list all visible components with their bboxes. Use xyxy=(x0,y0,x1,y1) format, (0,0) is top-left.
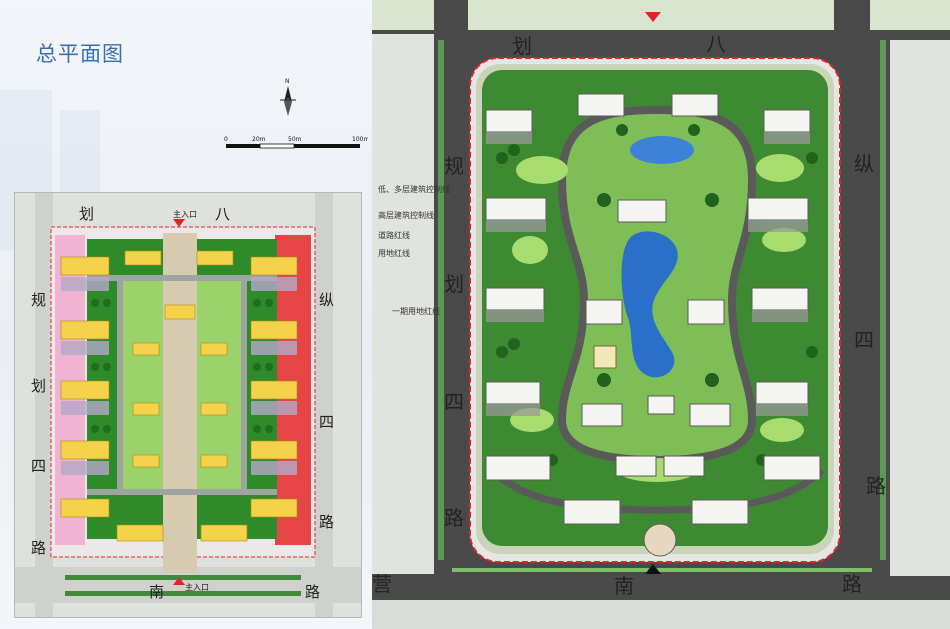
legend-label: 低、多层建筑控制线 xyxy=(378,185,450,194)
legend-label: 高层建筑控制线 xyxy=(378,211,434,220)
road-label: 路 xyxy=(31,539,47,557)
road-label: 规 xyxy=(444,154,464,178)
south-entrance-arrow-icon xyxy=(645,564,661,574)
road-label: 四 xyxy=(854,328,874,352)
road-label: 四 xyxy=(444,390,464,414)
road-label: 纵 xyxy=(319,291,335,309)
entrance-arrow-icon xyxy=(173,219,185,227)
main-site-plan: 划 八 规 划 四 路 纵 四 路 南 路 营 低、多层建筑控制线 高层建筑控制… xyxy=(372,0,950,629)
road-label: 规 xyxy=(31,291,47,309)
road-label: 划 xyxy=(444,272,464,296)
scale-tick: 100m xyxy=(352,136,368,143)
road-label: 纵 xyxy=(854,152,874,176)
road-label: 路 xyxy=(444,506,464,530)
scale-tick: 0 xyxy=(224,136,228,143)
svg-text:N: N xyxy=(285,78,290,85)
overview-site-plan: 划 八 规 划 四 路 纵 四 路 南 路 主入口 主入口 xyxy=(14,192,362,618)
road-label: 四 xyxy=(31,457,47,475)
road-label: 四 xyxy=(319,413,335,431)
legend-label: 一期用地红线 xyxy=(392,307,440,316)
scale-bar: 0 20m 50m 100m xyxy=(224,136,368,149)
legend-label: 道路红线 xyxy=(378,231,410,240)
road-label: 八 xyxy=(215,205,231,223)
road-label: 营 xyxy=(372,572,392,596)
scale-tick: 20m xyxy=(252,136,266,143)
road-label: 路 xyxy=(866,474,886,498)
road-label: 南 xyxy=(614,574,634,598)
left-panel: 总平面图 N 0 20m 50m 100m xyxy=(0,0,372,629)
north-arrow-icon: N xyxy=(280,78,296,116)
overview-map-graphic xyxy=(15,193,361,617)
entrance-label: 主入口 xyxy=(185,583,209,592)
road-label: 路 xyxy=(305,583,321,601)
entrance-label: 主入口 xyxy=(173,210,197,219)
road-label: 划 xyxy=(31,377,47,395)
legend-label: 用地红线 xyxy=(378,249,410,258)
road-label: 划 xyxy=(512,34,532,58)
scale-tick: 50m xyxy=(288,136,302,143)
main-map-graphic xyxy=(372,0,950,629)
entrance-arrow-icon xyxy=(173,577,185,585)
road-label: 路 xyxy=(842,572,862,596)
north-entrance-arrow-icon xyxy=(645,12,661,22)
page-title: 总平面图 xyxy=(36,42,124,66)
road-label: 南 xyxy=(149,583,165,601)
road-label: 八 xyxy=(706,32,726,56)
road-label: 路 xyxy=(319,513,335,531)
road-label: 划 xyxy=(79,205,95,223)
